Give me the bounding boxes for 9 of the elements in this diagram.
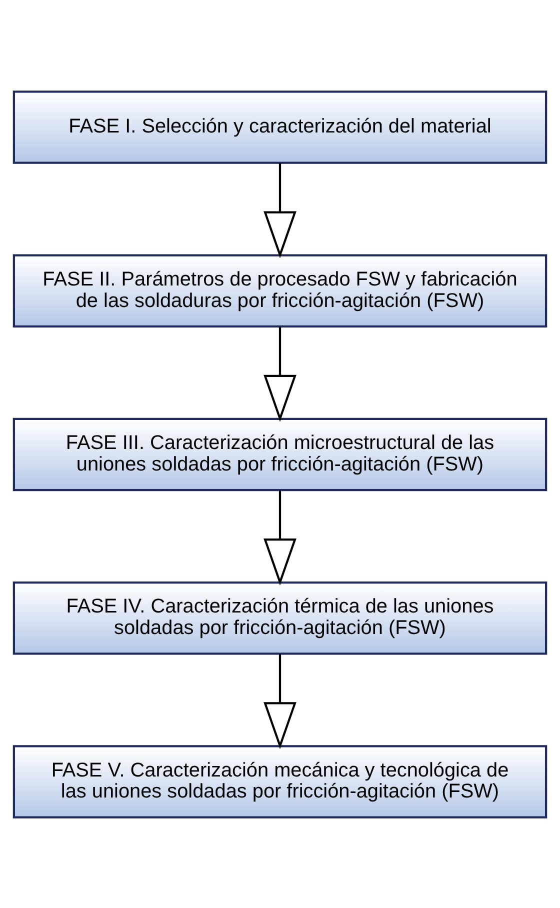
node-box: FASE III. Caracterización microestructural de las uniones soldadas por fricción-agitación (FSW) xyxy=(12,417,548,491)
arrow xyxy=(264,162,296,258)
node-box: FASE I. Selección y caracterización del material xyxy=(12,90,548,164)
node-box: FASE V. Caracterización mecánica y tecnológica de las uniones soldadas por fricción-agitación (FSW) xyxy=(12,744,548,818)
node-box: FASE IV. Caracterización térmica de las uniones soldadas por fricción-agitación (FSW) xyxy=(12,580,548,654)
arrow xyxy=(264,654,296,749)
node-box: FASE II. Parámetros de procesado FSW y fabricación de las soldaduras por fricción-agitación (FSW) xyxy=(12,254,548,328)
arrow xyxy=(264,490,296,585)
arrow xyxy=(264,326,296,422)
